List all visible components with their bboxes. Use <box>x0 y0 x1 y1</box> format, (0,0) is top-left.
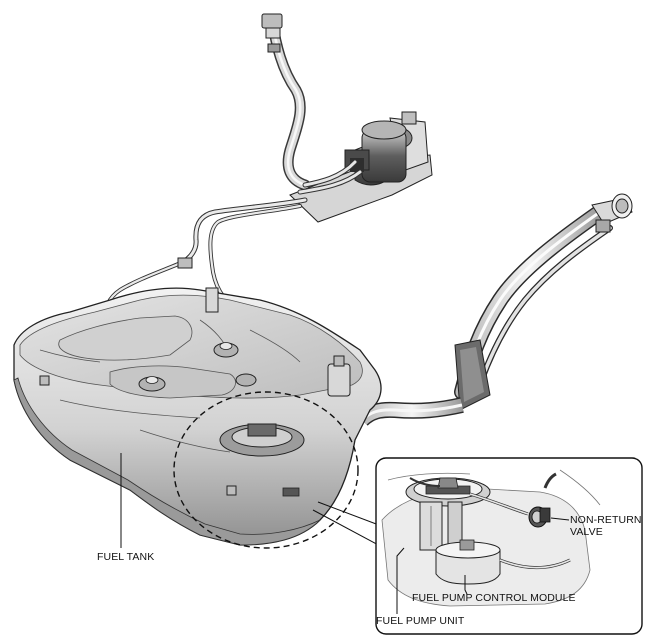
tank-fittings <box>39 287 351 497</box>
non-return-valve-label-line-1: NON-RETURN <box>570 514 642 526</box>
pump-opening <box>219 423 305 457</box>
non-return-valve-label-line-2: VALVE <box>570 526 603 538</box>
upper-vent-pipe <box>266 14 311 191</box>
pcm-leader <box>464 575 468 595</box>
non-return-leader <box>550 517 570 521</box>
fuel-tank-body <box>13 287 382 546</box>
line-clip <box>177 257 193 269</box>
fuel-pump-control-module-label: FUEL PUMP CONTROL MODULE <box>412 592 576 604</box>
fuel-pump-unit-label: FUEL PUMP UNIT <box>376 615 465 627</box>
filler-to-tank-pipe <box>356 397 464 426</box>
filler-cap <box>591 193 633 233</box>
tank-details <box>39 319 301 453</box>
non-return-valve <box>528 472 557 528</box>
non-return-valve-label: NON-RETURN VALVE <box>570 514 642 538</box>
charcoal-canister <box>289 111 433 223</box>
pump-unit-leader <box>396 547 405 614</box>
filler-hose <box>454 339 491 411</box>
fuel-tank-label: FUEL TANK <box>97 551 155 563</box>
detail-highlight-circle <box>173 391 359 549</box>
vent-pipe-cap <box>261 13 283 53</box>
detail-inset <box>375 457 643 635</box>
